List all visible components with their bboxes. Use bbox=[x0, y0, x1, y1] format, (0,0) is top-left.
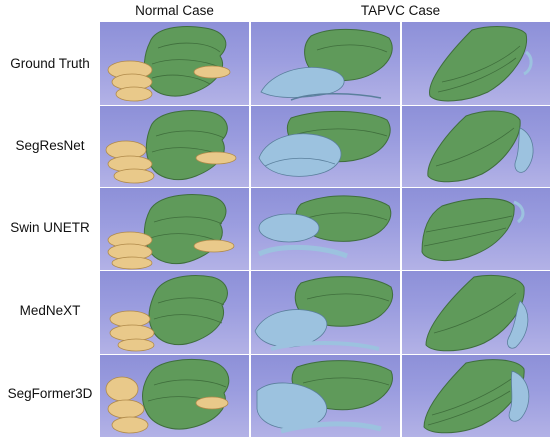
row-label-segresnet: SegResNet bbox=[15, 138, 85, 153]
render-grid bbox=[100, 22, 550, 437]
row-label-swin-unetr: Swin UNETR bbox=[10, 220, 90, 235]
render-tapvc1-segresnet bbox=[251, 106, 400, 187]
render-tapvc1-swin-unetr bbox=[251, 188, 400, 270]
render-normal-segformer3d bbox=[100, 355, 249, 437]
render-normal-mednext bbox=[100, 271, 249, 354]
render-tapvc2-segformer3d bbox=[402, 355, 550, 437]
column-header-tapvc: TAPVC Case bbox=[360, 3, 441, 18]
render-normal-swin-unetr bbox=[100, 188, 249, 270]
render-tapvc2-ground-truth bbox=[402, 22, 550, 105]
render-tapvc1-mednext bbox=[251, 271, 400, 354]
row-label-mednext: MedNeXT bbox=[19, 303, 81, 318]
render-tapvc2-mednext bbox=[402, 271, 550, 354]
render-normal-ground-truth bbox=[100, 22, 249, 105]
row-label-segformer3d: SegFormer3D bbox=[7, 386, 93, 401]
render-normal-segresnet bbox=[100, 106, 249, 187]
render-tapvc1-ground-truth bbox=[251, 22, 400, 105]
column-header-normal: Normal Case bbox=[135, 3, 214, 18]
render-tapvc1-segformer3d bbox=[251, 355, 400, 437]
render-tapvc2-swin-unetr bbox=[402, 188, 550, 270]
render-tapvc2-segresnet bbox=[402, 106, 550, 187]
row-label-ground-truth: Ground Truth bbox=[10, 56, 90, 71]
